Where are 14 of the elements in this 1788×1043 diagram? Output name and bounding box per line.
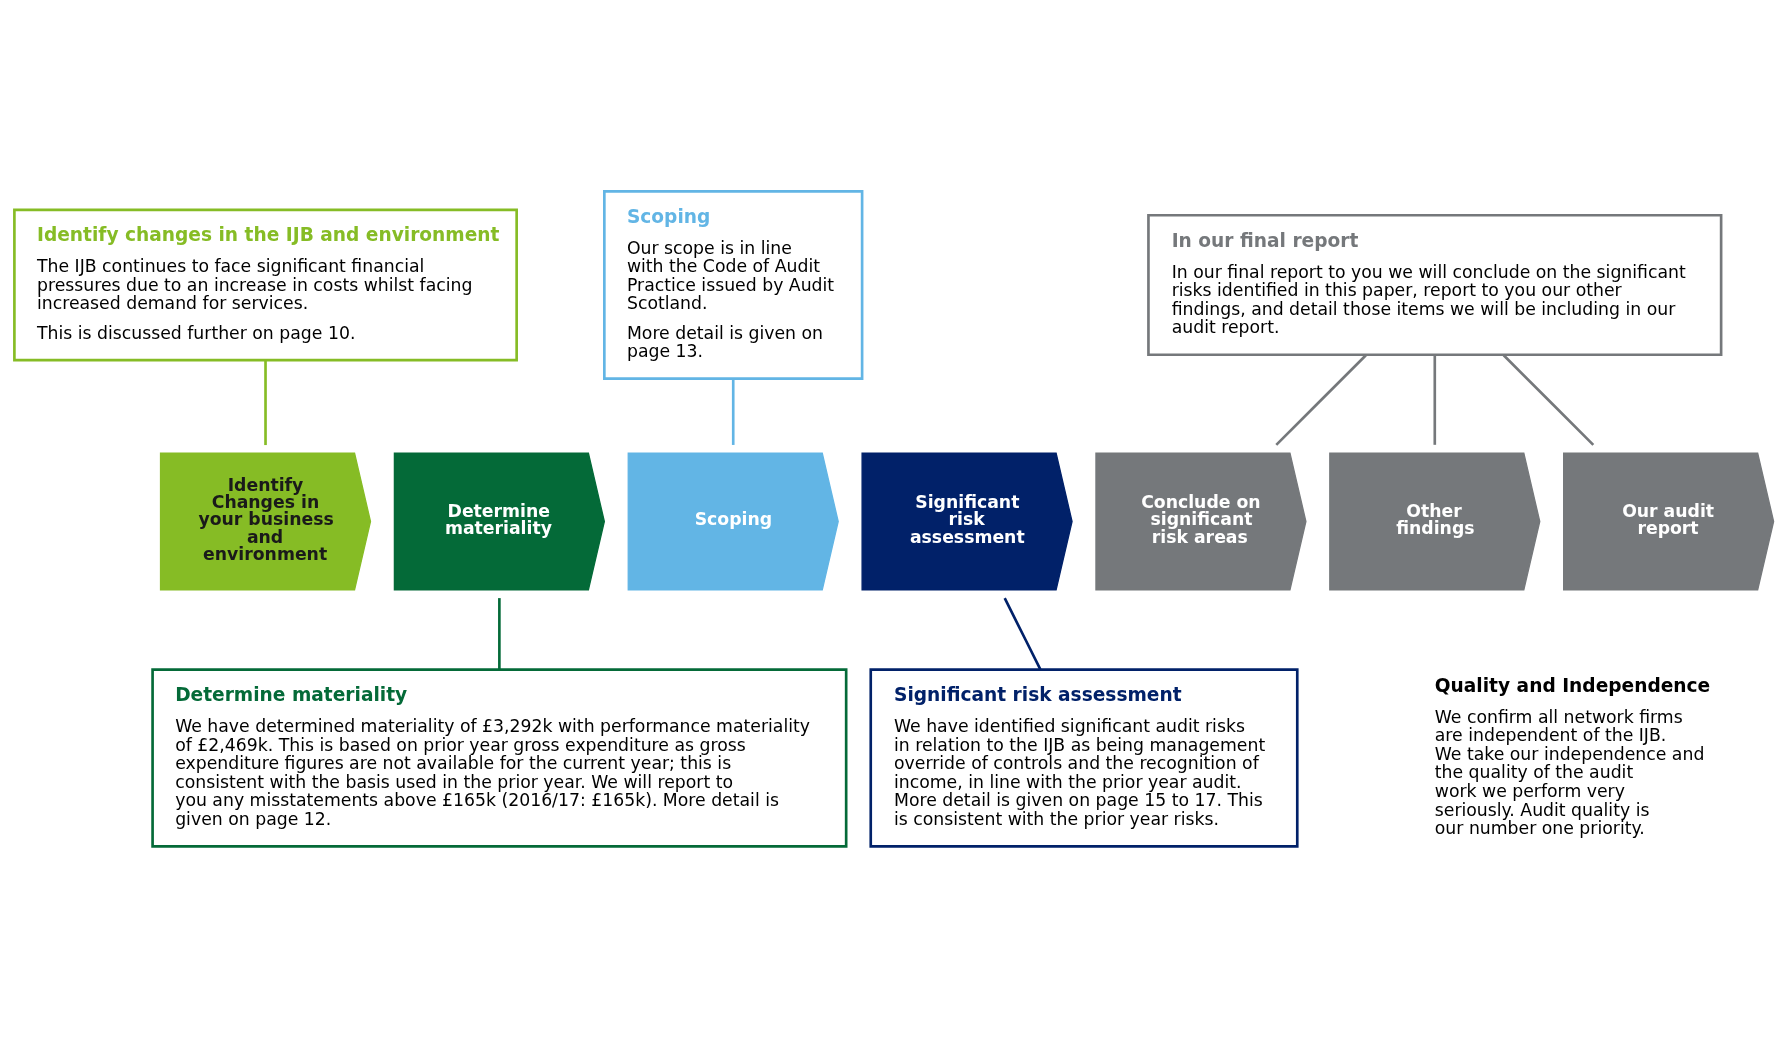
connector [731,378,735,445]
connector [498,598,501,670]
connector [264,360,267,446]
node-box: Significant risk assessment We have identified significant audit risks in relation to the IJB as being management override of controls and the recognition of income, in line with the prior year audit. More detail is given on page 15 to 17. This is consistent with the prior year risks. [869,668,1299,848]
node-box: Determine materiality We have determined materiality of £3,292k with performance materiality of £2,469k. This is based on prior year gross expenditure as gross expenditure figures are not available for the current year; this is consistent with the basis used in the prior year. We will report to you any misstatements above £165k (2016/17: £165k). More detail is given on page 12. [151,668,848,848]
label: We confirm all network firms are independent of the IJB. We take our independence and the quality of the audit work we perform very seriously. Audit quality is our number one priority. [1434,706,1705,839]
connector [1275,354,1367,446]
label: Quality and Independence [1434,674,1711,696]
node-box: Scoping Our scope is in line with the Code of Audit Practice issued by Audit Scotland. More detail is given on page 13. [603,190,864,380]
connector [1502,354,1595,446]
connector [1433,355,1437,445]
node-box: In our final report In our final report to you we will conclude on the significant risks identified in this paper, report to you our other findings, and detail those items we will be including in our audit report. [1147,213,1723,357]
connector [1003,597,1042,670]
node-box: Identify changes in the IJB and environment The IJB continues to face significant financial pressures due to an increase in costs whilst facing increased demand for services. This is discussed further on page 10. [13,208,518,362]
